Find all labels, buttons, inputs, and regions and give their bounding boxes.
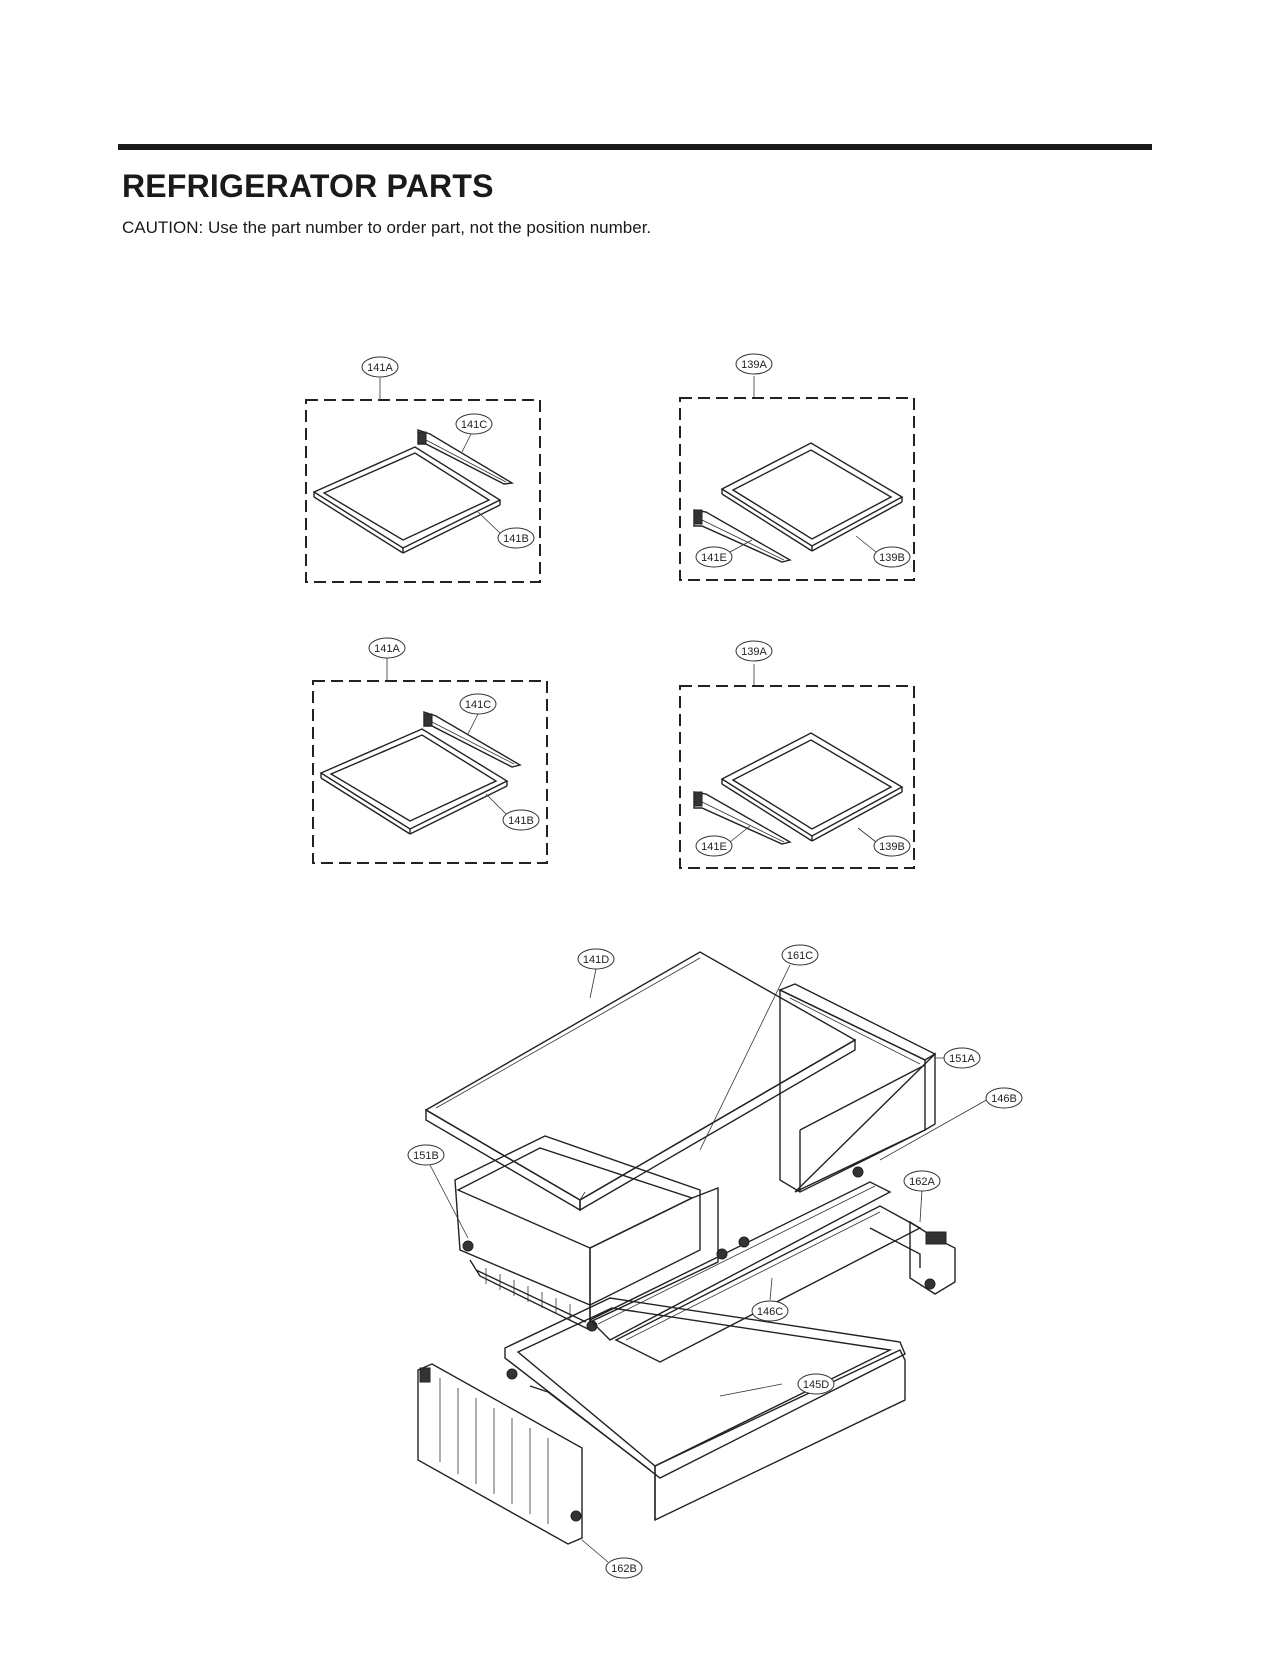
- callout-141C: 141C: [465, 699, 491, 711]
- drawer-assembly: 141D 161C 151A 146B 151B 162A 146C 145D …: [407, 944, 1023, 1579]
- callout-162A: 162A: [909, 1176, 935, 1188]
- callout-146B: 146B: [991, 1093, 1017, 1105]
- callout-141E: 141E: [701, 841, 727, 853]
- left-frame: [417, 1363, 583, 1545]
- callout-139B: 139B: [879, 841, 905, 853]
- callout-141D: 141D: [583, 954, 609, 966]
- callout-139A: 139A: [741, 359, 767, 371]
- callout-139A: 139A: [741, 646, 767, 658]
- callout-141E: 141E: [701, 552, 727, 564]
- crisper-cover: [424, 951, 857, 1212]
- assembly-box: [679, 397, 915, 581]
- callout-141A: 141A: [374, 643, 400, 655]
- left-crisper-bin: [454, 1135, 719, 1332]
- drawer-rail: [588, 1181, 892, 1341]
- callout-161C: 161C: [787, 950, 813, 962]
- page-title: REFRIGERATOR PARTS: [122, 168, 494, 204]
- callout-146C: 146C: [757, 1306, 783, 1318]
- shelf-group-4: 139A 141E 139B: [679, 640, 915, 869]
- shelf-bracket: [693, 791, 792, 845]
- shelf-group-1: 141A 141C 141B: [305, 356, 541, 583]
- callout-151B: 151B: [413, 1150, 439, 1162]
- glass-shelf: [312, 446, 502, 549]
- right-frame: [869, 1220, 956, 1295]
- callout-139B: 139B: [879, 552, 905, 564]
- callout-141B: 141B: [503, 533, 529, 545]
- caution-note: CAUTION: Use the part number to order pa…: [122, 218, 652, 237]
- callout-162B: 162B: [611, 1563, 637, 1575]
- assembly-box: [305, 399, 541, 583]
- shelf-group-2: 139A 141E 139B: [679, 353, 915, 581]
- glass-shelf: [319, 728, 509, 830]
- callout-141B: 141B: [508, 815, 534, 827]
- assembly-box: [679, 685, 915, 869]
- glass-shelf: [720, 442, 904, 547]
- shelf-bracket: [693, 509, 792, 563]
- assembly-box: [312, 680, 548, 864]
- glass-shelf: [720, 732, 904, 837]
- callout-145D: 145D: [803, 1379, 829, 1391]
- pantry-drawer: [504, 1297, 906, 1522]
- callout-141C: 141C: [461, 419, 487, 431]
- header-rule: [118, 144, 1152, 150]
- right-crisper-bin: [778, 983, 937, 1193]
- callout-151A: 151A: [949, 1053, 975, 1065]
- callout-141A: 141A: [367, 362, 393, 374]
- shelf-group-3: 141A 141C 141B: [312, 637, 548, 864]
